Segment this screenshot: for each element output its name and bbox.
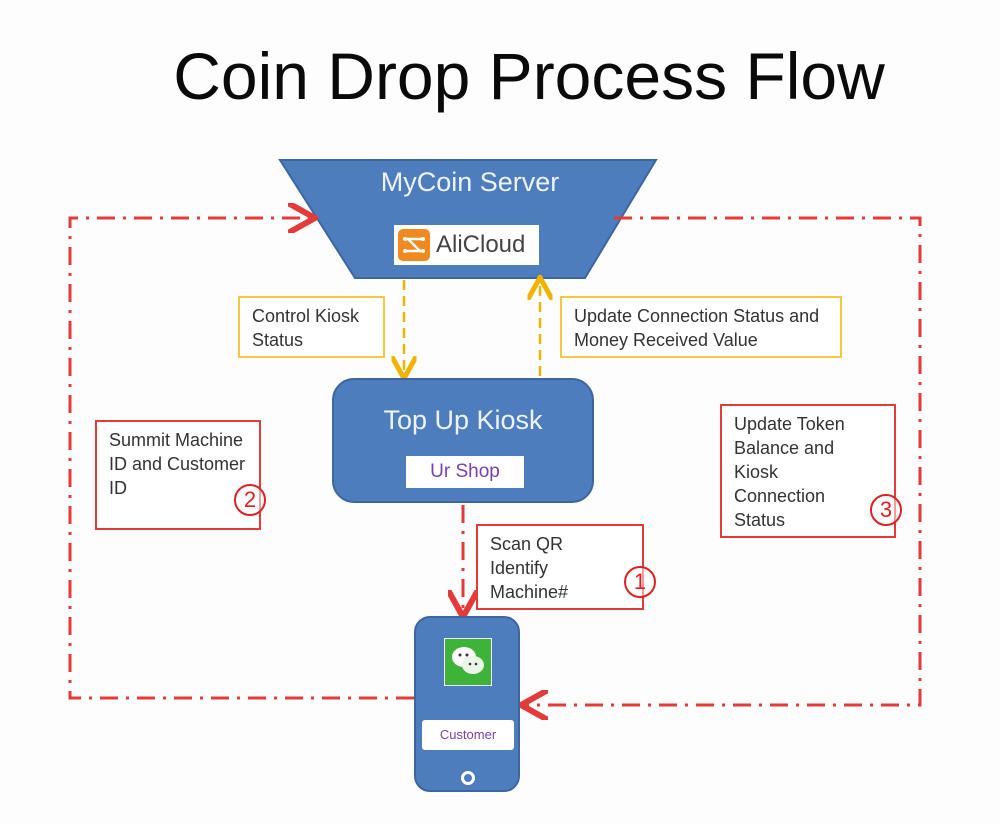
server-shape [278,159,658,279]
shop-label: Ur Shop [406,456,524,488]
step-3-text: Update Token Balance and Kiosk Connectio… [734,414,845,530]
alicloud-badge: AliCloud [394,225,539,265]
update-connection-status-label: Update Connection Status and Money Recei… [560,296,842,358]
step-3-number-icon: 3 [870,494,902,526]
step-1-box: Scan QR Identify Machine# [476,524,644,610]
customer-phone: Customer [414,616,520,792]
control-kiosk-status-label: Control Kiosk Status [238,296,385,358]
step-1-number-icon: 1 [624,566,656,598]
alicloud-label: AliCloud [436,231,526,258]
wechat-icon [444,638,492,686]
step-2-box: Summit Machine ID and Customer ID [95,420,261,530]
loop-right-line [524,216,922,705]
top-up-kiosk: Top Up Kiosk Ur Shop [332,378,594,503]
alicloud-logo-icon [398,229,430,261]
step-1-text: Scan QR Identify Machine# [490,534,569,602]
step-3-box: Update Token Balance and Kiosk Connectio… [720,404,896,538]
page-title: Coin Drop Process Flow [173,39,885,113]
loop-left-line [68,218,414,700]
home-button-icon [461,771,475,785]
kiosk-name: Top Up Kiosk [383,405,543,435]
customer-label: Customer [422,720,514,750]
step-2-text: Summit Machine ID and Customer ID [109,430,246,498]
server-name: MyCoin Server [380,167,560,197]
step-2-number-icon: 2 [234,484,266,516]
